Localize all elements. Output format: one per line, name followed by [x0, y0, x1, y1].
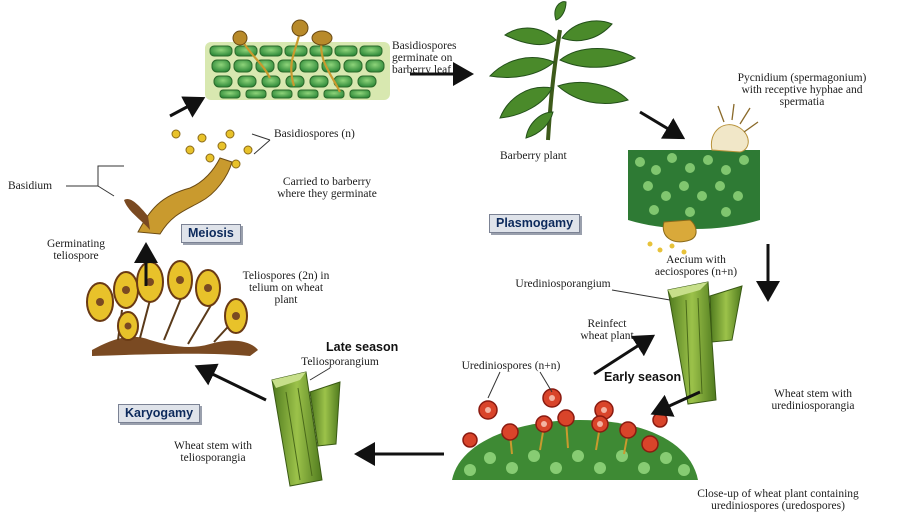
pointer-teliosporangium — [310, 368, 330, 380]
pointer-basidiospores — [252, 134, 270, 154]
label-urediniosporangium: Urediniosporangium — [488, 278, 638, 290]
stage-meiosis: Meiosis — [181, 224, 241, 243]
arrow-reinfect — [594, 338, 650, 374]
label-wheat-stem-uredinio: Wheat stem with urediniosporangia — [738, 388, 888, 412]
pointer-urediniospores — [488, 372, 552, 398]
label-aecium: Aecium with aeciospores (n+n) — [626, 254, 766, 278]
barberry-plant-illustration — [490, 2, 635, 140]
stage-karyogamy: Karyogamy — [118, 404, 200, 423]
label-carried-to-barberry: Carried to barberry where they germinate — [252, 176, 402, 200]
label-closeup: Close-up of wheat plant containing uredi… — [658, 488, 898, 512]
label-basidium: Basidium — [8, 180, 52, 192]
arrow-basidium-to-leaf — [170, 100, 200, 116]
wheat-stem-uredinio-illustration — [668, 282, 742, 404]
barberry-leaf-section-illustration — [205, 20, 390, 100]
label-pycnidium: Pycnidium (spermagonium) with receptive … — [712, 72, 892, 108]
basidium-illustration — [124, 130, 252, 234]
season-late: Late season — [326, 340, 398, 354]
label-reinfect: Reinfect wheat plant — [562, 318, 652, 342]
wheat-stem-telio-illustration — [272, 372, 340, 486]
label-wheat-stem-telio: Wheat stem with teliosporangia — [148, 440, 278, 464]
pointer-basidium — [66, 166, 124, 196]
arrow-barberry-to-pycnidium — [640, 112, 680, 136]
stage-plasmogamy: Plasmogamy — [489, 214, 580, 233]
label-teliospores: Teliospores (2n) in telium on wheat plan… — [206, 270, 366, 306]
season-early: Early season — [604, 370, 681, 384]
pycnidium-aecium-section-illustration — [628, 104, 760, 255]
label-teliosporangium: Teliosporangium — [280, 356, 400, 368]
arrow-telio-stem-to-telium — [200, 368, 266, 400]
label-barberry-plant: Barberry plant — [500, 150, 567, 162]
label-basidiospores-n: Basidiospores (n) — [274, 128, 355, 140]
pointer-uredinium — [612, 290, 670, 300]
label-urediniospores: Urediniospores (n+n) — [436, 360, 586, 372]
label-basidiospores-germinate: Basidiospores germinate on barberry leaf — [392, 40, 457, 76]
label-germinating-teliospore: Germinating teliospore — [36, 238, 116, 262]
urediniospore-closeup-illustration — [452, 389, 698, 480]
